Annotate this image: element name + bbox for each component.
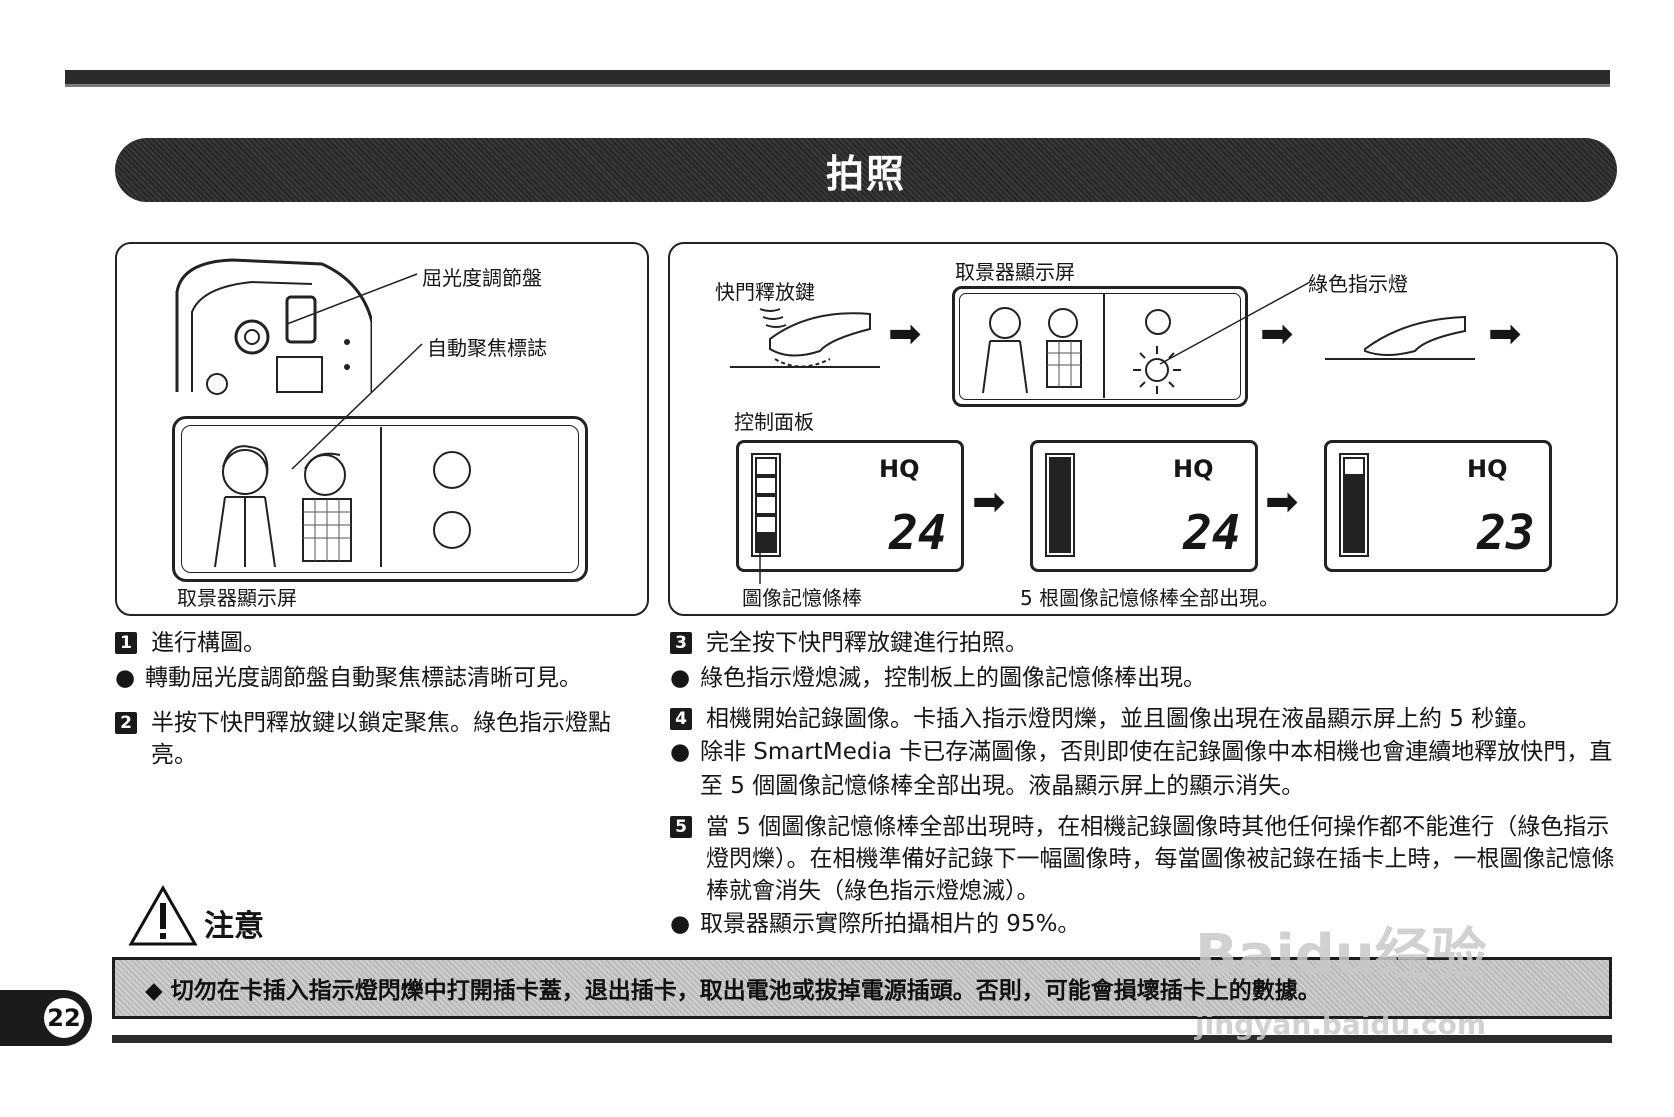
bullet-text: 取景器顯示實際所拍攝相片的 95%。 <box>700 911 1081 937</box>
viewfinder-display-small <box>952 286 1248 407</box>
label-viewfinder-right: 取景器顯示屏 <box>955 260 1075 284</box>
arrow-right-icon: ➡ <box>1488 311 1522 357</box>
step-4: 4 相機開始記錄圖像。卡插入指示燈閃爍，並且圖像出現在液晶顯示屏上約 5 秒鐘。 <box>670 703 1615 735</box>
arrow-right-icon: ➡ <box>1260 311 1294 357</box>
people-illustration <box>214 445 352 568</box>
step-2: 2 半按下快門釋放鍵以鎖定聚焦。綠色指示燈點亮。 <box>115 707 650 771</box>
bullet-text: 綠色指示燈熄滅，控制板上的圖像記憶條棒出現。 <box>700 665 1206 691</box>
bullet-dot-icon: ● <box>670 665 691 691</box>
arrow-right-icon: ➡ <box>1265 479 1299 525</box>
shots-remaining: 24 <box>1183 505 1241 561</box>
shots-remaining: 24 <box>889 505 947 561</box>
bullet-text: 轉動屈光度調節盤自動聚焦標誌清晰可見。 <box>145 665 582 691</box>
page-title: 拍照 <box>825 151 906 196</box>
step-text: 相機開始記錄圖像。卡插入指示燈閃爍，並且圖像出現在液晶顯示屏上約 5 秒鐘。 <box>706 706 1541 732</box>
viewfinder-display <box>172 416 588 582</box>
arrow-right-icon: ➡ <box>888 311 922 357</box>
label-green-led: 綠色指示燈 <box>1308 272 1408 296</box>
top-rule-thin <box>65 84 1610 87</box>
bullet-text: 除非 SmartMedia 卡已存滿圖像，否則即使在記錄圖像中本相機也會連續地釋… <box>700 739 1613 799</box>
step-number: 1 <box>115 632 137 654</box>
memory-bars <box>1339 453 1369 557</box>
step-text: 當 5 個圖像記憶條棒全部出現時，在相機記錄圖像時其他任何操作都不能進行（綠色指… <box>706 814 1615 904</box>
step-number: 2 <box>115 712 137 734</box>
step-1: 1 進行構圖。 <box>115 627 650 659</box>
bullet-item: ● 轉動屈光度調節盤自動聚焦標誌清晰可見。 <box>115 661 650 695</box>
camera-back-illustration <box>175 258 372 395</box>
bullet-item: ● 除非 SmartMedia 卡已存滿圖像，否則即使在記錄圖像中本相機也會連續… <box>670 735 1615 803</box>
arrow-right-icon: ➡ <box>972 479 1006 525</box>
label-af-mark: 自動聚焦標誌 <box>427 336 547 360</box>
label-control-panel: 控制面板 <box>734 410 814 434</box>
led-off-indicator <box>1145 309 1171 335</box>
caution-title: 注意 <box>204 909 264 944</box>
caution-text: ◆ 切勿在卡插入指示燈閃爍中打開插卡蓋，退出插卡，取出電池或拔掉電源插頭。否則，… <box>145 978 1321 1004</box>
step-3: 3 完全按下快門釋放鍵進行拍照。 <box>670 627 1615 659</box>
label-memory-bars: 圖像記憶條棒 <box>742 586 862 610</box>
leader-line-bars <box>759 546 761 584</box>
lcd-panel-2: HQ 24 <box>1030 440 1258 572</box>
shots-remaining: 23 <box>1477 505 1535 561</box>
quality-label: HQ <box>1467 455 1508 483</box>
caution-heading: 注意 <box>128 885 264 947</box>
label-viewfinder-left: 取景器顯示屏 <box>177 586 297 610</box>
watermark-url: jingyan.baidu.com <box>1195 1008 1486 1041</box>
bottom-rule <box>112 1035 1612 1043</box>
af-indicator-top <box>433 451 471 489</box>
step-text: 完全按下快門釋放鍵進行拍照。 <box>706 630 1028 656</box>
bullet-dot-icon: ● <box>670 739 691 765</box>
label-diopter: 屈光度調節盤 <box>422 266 542 290</box>
watermark-url-text: jingyan.baidu.com <box>1195 1008 1487 1041</box>
af-indicator-bottom <box>433 511 471 549</box>
top-rule <box>65 70 1610 84</box>
finger-half-press-icon <box>730 308 880 368</box>
led-lit-icon <box>1133 346 1181 394</box>
label-shutter: 快門釋放鍵 <box>715 280 815 304</box>
bullet-dot-icon: ● <box>115 665 136 691</box>
title-bar: 拍照 <box>115 138 1617 202</box>
bullet-item: ● 取景器顯示實際所拍攝相片的 95%。 <box>670 907 1615 941</box>
right-illustration-panel: 快門釋放鍵 ➡ 取景器顯示屏 綠色指示燈 ➡ ➡ 控制面板 <box>668 242 1618 616</box>
quality-label: HQ <box>879 455 920 483</box>
watermark-logo: Baidu经验 <box>1195 910 1487 991</box>
step-text: 進行構圖。 <box>151 630 266 656</box>
memory-bars <box>1045 453 1075 557</box>
leader-lines-left <box>286 273 423 470</box>
leader-line-led <box>1159 281 1311 365</box>
right-instructions: 3 完全按下快門釋放鍵進行拍照。 ● 綠色指示燈熄滅，控制板上的圖像記憶條棒出現… <box>670 627 1615 941</box>
finger-release-icon <box>1325 315 1475 360</box>
bullet-dot-icon: ● <box>670 911 691 937</box>
caution-box: ◆ 切勿在卡插入指示燈閃爍中打開插卡蓋，退出插卡，取出電池或拔掉電源插頭。否則，… <box>112 957 1612 1019</box>
left-instructions: 1 進行構圖。 ● 轉動屈光度調節盤自動聚焦標誌清晰可見。 2 半按下快門釋放鍵… <box>115 627 650 771</box>
lcd-panel-1: HQ 24 <box>736 440 964 572</box>
step-number: 3 <box>670 632 692 654</box>
people-illustration-small <box>982 307 1082 394</box>
page-number: 22 <box>44 998 84 1038</box>
page-number-badge: 22 <box>0 990 92 1046</box>
step-number: 5 <box>670 816 692 838</box>
bullet-item: ● 綠色指示燈熄滅，控制板上的圖像記憶條棒出現。 <box>670 661 1615 695</box>
step-5: 5 當 5 個圖像記憶條棒全部出現時，在相機記錄圖像時其他任何操作都不能進行（綠… <box>670 811 1615 907</box>
warning-triangle-icon <box>128 885 198 946</box>
label-all-bars: 5 根圖像記憶條棒全部出現。 <box>1020 586 1280 610</box>
left-illustration-panel: 屈光度調節盤 自動聚焦標誌 取景器顯示屏 <box>115 242 649 616</box>
step-number: 4 <box>670 708 692 730</box>
step-text: 半按下快門釋放鍵以鎖定聚焦。綠色指示燈點亮。 <box>151 710 611 768</box>
watermark-text: Baidu经验 <box>1195 923 1487 988</box>
lcd-panel-3: HQ 23 <box>1324 440 1552 572</box>
quality-label: HQ <box>1173 455 1214 483</box>
